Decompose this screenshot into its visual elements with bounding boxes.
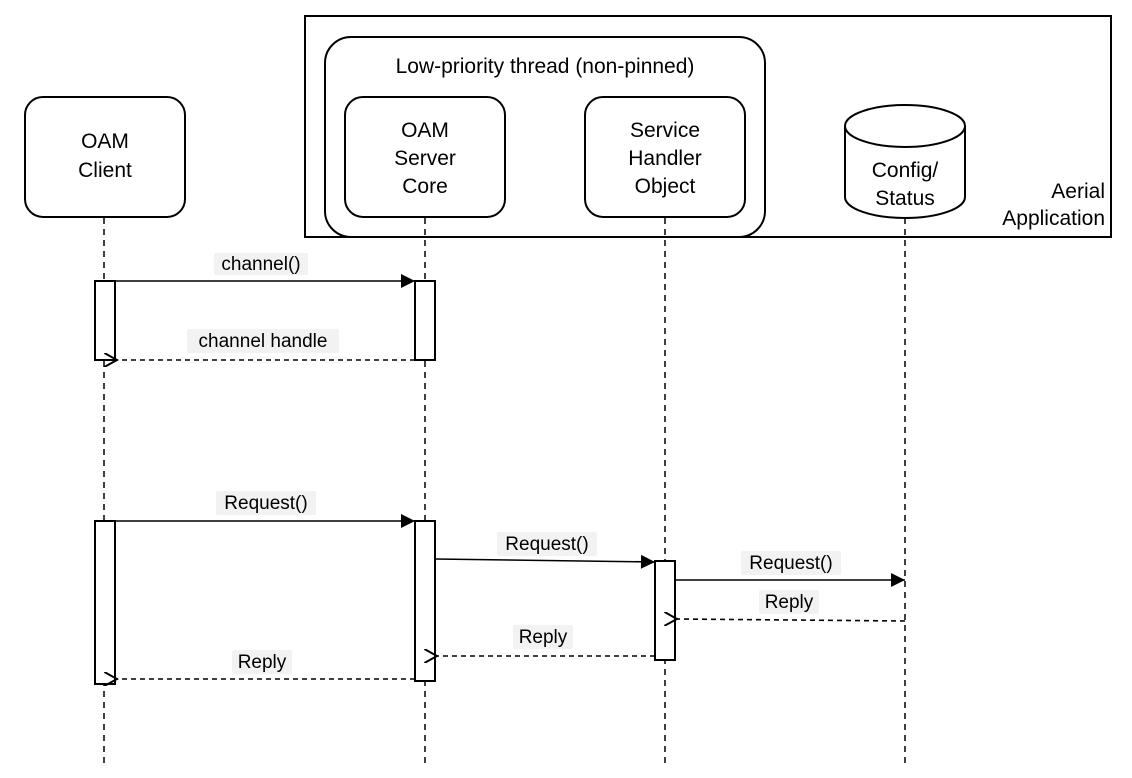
server-request-arrow — [434, 554, 656, 569]
participant-service-handler-object: Service Handler Object — [584, 96, 746, 218]
handler-reply-label: Reply — [519, 627, 568, 648]
aerial-application-label-line2: Application — [1002, 207, 1105, 230]
aerial-application-label-line1: Aerial — [1051, 180, 1105, 203]
activation-bars — [94, 280, 676, 685]
store-label-line2: Status — [875, 187, 935, 210]
store-reply-label-bg — [759, 590, 819, 614]
store-reply-arrow — [677, 619, 906, 621]
store-label-line1: Config/ — [872, 159, 939, 182]
channel-call-label: channel() — [221, 254, 300, 275]
handler-label-line3: Object — [635, 175, 696, 198]
handler-label-line2: Handler — [628, 147, 702, 170]
server-activation-1 — [414, 280, 436, 361]
client-label-line2: Client — [78, 159, 132, 182]
participant-oam-client: OAM Client — [24, 96, 186, 218]
client-request-label-bg — [216, 491, 316, 515]
server-reply-label-bg — [232, 650, 292, 674]
client-activation-1 — [94, 280, 116, 361]
handler-activation — [654, 560, 676, 661]
server-label-line3: Core — [402, 175, 448, 198]
client-label-line1: OAM — [81, 130, 129, 153]
channel-call-label-bg — [214, 253, 308, 275]
client-request-label: Request() — [224, 493, 307, 514]
message-arrows — [115, 274, 906, 679]
handler-reply-label-bg — [513, 625, 573, 649]
server-activation-2 — [414, 520, 436, 682]
server-reply-label: Reply — [238, 652, 287, 673]
handler-label-line1: Service — [630, 119, 700, 142]
message-labels: channel() channel handle Request() Reque… — [199, 254, 833, 673]
message-label-backgrounds — [187, 253, 841, 674]
channel-handle-label-bg — [187, 329, 339, 353]
server-request-label: Request() — [505, 534, 588, 555]
store-reply-label: Reply — [765, 592, 814, 613]
participant-oam-server-core: OAM Server Core — [344, 96, 506, 218]
client-activation-2 — [94, 520, 116, 685]
thread-title: Low-priority thread (non-pinned) — [396, 55, 695, 78]
channel-handle-label: channel handle — [199, 331, 328, 352]
handler-request-label: Request() — [749, 553, 832, 574]
server-request-label-bg — [497, 532, 597, 556]
server-label-line1: OAM — [401, 119, 449, 142]
handler-request-label-bg — [741, 551, 841, 575]
participant-config-status-datastore: Config/ Status — [844, 104, 966, 219]
server-label-line2: Server — [394, 147, 456, 170]
